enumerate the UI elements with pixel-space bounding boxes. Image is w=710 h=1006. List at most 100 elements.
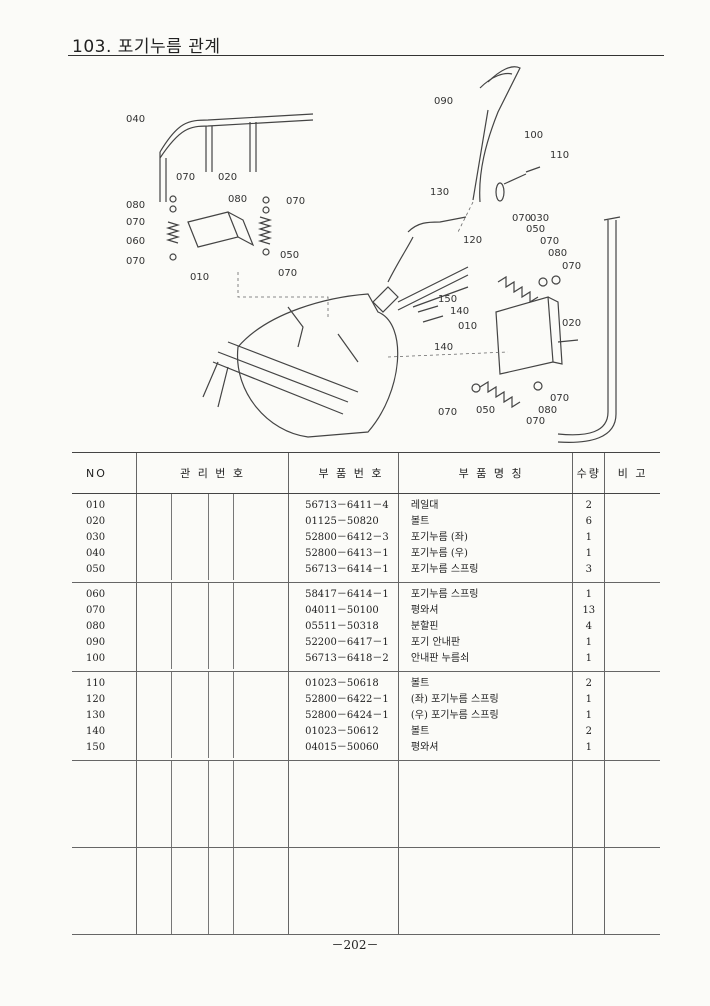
svg-text:020: 020 xyxy=(218,172,237,183)
svg-text:080: 080 xyxy=(228,194,247,205)
no-line: 070 xyxy=(86,605,106,616)
no-line: 020 xyxy=(86,516,106,527)
no-line: 040 xyxy=(86,548,106,559)
cell-remarks xyxy=(604,582,660,672)
cell-mgmt-no xyxy=(136,582,289,672)
table-row-group xyxy=(72,760,660,848)
part-name-line: 볼트 xyxy=(410,678,430,689)
cell-remarks xyxy=(604,671,660,761)
part-name-line: 안내판 누름쇠 xyxy=(410,653,470,664)
svg-text:080: 080 xyxy=(548,248,567,259)
part-no-line: 05511－50318 xyxy=(305,621,379,632)
part-name-line: 분할핀 xyxy=(410,621,439,632)
qty-line: 3 xyxy=(585,564,592,575)
part-name-line: 레일대 xyxy=(410,500,439,511)
qty-line: 13 xyxy=(582,605,596,616)
part-no-line: 52200－6417－1 xyxy=(305,637,389,648)
cell-mgmt-no xyxy=(136,760,289,848)
part-no-line: 04011－50100 xyxy=(305,605,379,616)
cell-remarks xyxy=(604,493,660,583)
page-title: 103. 포기누름 관계 xyxy=(72,37,221,57)
no-line: 150 xyxy=(86,742,106,753)
part-name-line: (우) 포기누름 스프링 xyxy=(410,710,499,721)
qty-line: 1 xyxy=(585,710,592,721)
table-header-row: NO 관 리 번 호 부 품 번 호 부 품 명 칭 수량 비 고 xyxy=(72,452,660,494)
no-line: 060 xyxy=(86,589,106,600)
part-no-line: 01023－50612 xyxy=(305,726,379,737)
part-name-line: 포기 안내판 xyxy=(410,637,461,648)
svg-text:070: 070 xyxy=(286,196,305,207)
svg-text:070: 070 xyxy=(512,213,531,224)
svg-text:110: 110 xyxy=(550,150,569,161)
no-line: 090 xyxy=(86,637,106,648)
svg-text:080: 080 xyxy=(538,405,557,416)
qty-line: 6 xyxy=(585,516,592,527)
part-name-line: 포기누름 (좌) xyxy=(410,532,468,543)
header-part-no: 부 품 번 호 xyxy=(288,452,399,494)
cell-remarks xyxy=(604,847,660,935)
cell-part-name xyxy=(397,847,573,935)
cell-mgmt-no xyxy=(136,493,289,583)
cell-qty xyxy=(572,760,605,848)
cell-mgmt-no xyxy=(136,671,289,761)
svg-text:060: 060 xyxy=(126,236,145,247)
part-name-line: (좌) 포기누름 스프링 xyxy=(410,694,499,705)
part-name-line: 포기누름 스프링 xyxy=(410,589,479,600)
svg-text:150: 150 xyxy=(438,294,457,305)
svg-text:120: 120 xyxy=(463,235,482,246)
svg-text:070: 070 xyxy=(526,416,545,427)
header-part-name: 부 품 명 칭 xyxy=(397,452,573,494)
part-name-line: 평와셔 xyxy=(410,742,439,753)
qty-line: 2 xyxy=(585,726,592,737)
part-no-line: 52800－6413－1 xyxy=(305,548,389,559)
cell-remarks xyxy=(604,760,660,848)
part-name-line: 볼트 xyxy=(410,516,430,527)
part-name-line: 평와셔 xyxy=(410,605,439,616)
part-no-line: 01023－50618 xyxy=(305,678,379,689)
header-mgmt-no: 관 리 번 호 xyxy=(136,452,289,494)
qty-line: 1 xyxy=(585,589,592,600)
no-line: 130 xyxy=(86,710,106,721)
no-line: 010 xyxy=(86,500,106,511)
no-line: 050 xyxy=(86,564,106,575)
qty-line: 1 xyxy=(585,532,592,543)
svg-text:040: 040 xyxy=(126,114,145,125)
svg-text:050: 050 xyxy=(476,405,495,416)
part-no-line: 04015－50060 xyxy=(305,742,379,753)
qty-line: 1 xyxy=(585,637,592,648)
cell-qty xyxy=(572,847,605,935)
part-no-line: 52800－6412－3 xyxy=(305,532,389,543)
parts-table: NO 관 리 번 호 부 품 번 호 부 품 명 칭 수량 비 고 010 020… xyxy=(72,452,660,935)
cell-part-name xyxy=(397,760,573,848)
header-no: NO xyxy=(72,452,137,494)
svg-text:140: 140 xyxy=(434,342,453,353)
no-line: 030 xyxy=(86,532,106,543)
no-line: 080 xyxy=(86,621,106,632)
svg-text:070: 070 xyxy=(550,393,569,404)
cell-no: 010 020 030 040 050 xyxy=(72,493,137,583)
svg-text:130: 130 xyxy=(430,187,449,198)
svg-text:050: 050 xyxy=(526,224,545,235)
cell-part-no xyxy=(288,847,399,935)
part-no-line: 56713－6418－2 xyxy=(305,653,389,664)
cell-mgmt-no xyxy=(136,847,289,935)
cell-part-no xyxy=(288,760,399,848)
header-remarks: 비 고 xyxy=(604,452,660,494)
svg-text:070: 070 xyxy=(278,268,297,279)
svg-text:070: 070 xyxy=(126,217,145,228)
svg-text:030: 030 xyxy=(530,213,549,224)
part-no-line: 58417－6414－1 xyxy=(305,589,389,600)
svg-text:020: 020 xyxy=(562,318,581,329)
qty-line: 1 xyxy=(585,653,592,664)
qty-line: 2 xyxy=(585,500,592,511)
